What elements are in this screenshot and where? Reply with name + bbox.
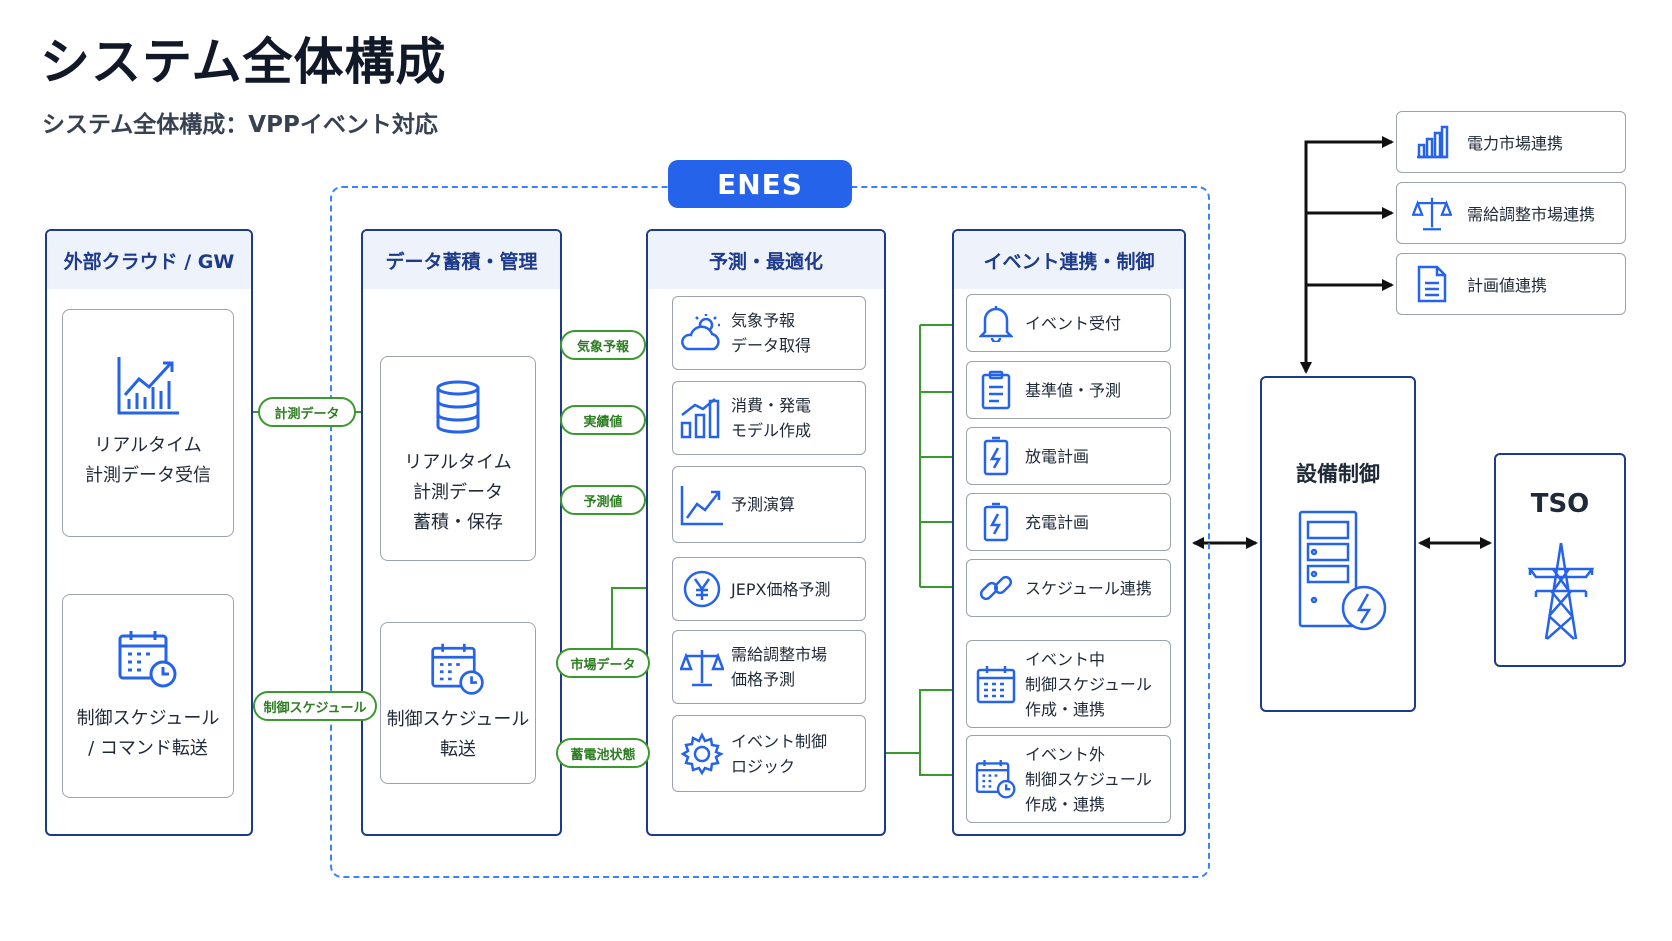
balancing-price-card[interactable]: 需給調整市場 価格予測 bbox=[672, 630, 866, 704]
page-title: システム全体構成 bbox=[40, 33, 447, 91]
facility-title: 設備制御 bbox=[1296, 462, 1380, 486]
battery-icon bbox=[967, 502, 1025, 542]
link-label: 電力市場連携 bbox=[1467, 134, 1564, 153]
battery-icon bbox=[967, 436, 1025, 476]
model-card[interactable]: 消費・発電 モデル作成 bbox=[672, 381, 866, 455]
charge-plan-card[interactable]: 充電計画 bbox=[966, 493, 1171, 551]
card-label: イベント外 制御スケジュール 作成・連携 bbox=[1025, 744, 1152, 814]
box-label: 制御スケジュール 転送 bbox=[386, 709, 530, 760]
in-event-schedule-card[interactable]: イベント中 制御スケジュール 作成・連携 bbox=[966, 640, 1171, 728]
calendar-clock-icon bbox=[967, 758, 1025, 800]
card-label: イベント受付 bbox=[1025, 313, 1122, 333]
box-label: リアルタイム 計測データ受信 bbox=[85, 435, 211, 486]
forecast-calc-card[interactable]: 予測演算 bbox=[672, 466, 866, 543]
box-label: 制御スケジュール / コマンド転送 bbox=[76, 708, 220, 759]
card-label: 基準値・予測 bbox=[1025, 380, 1122, 400]
card-label: 予測演算 bbox=[731, 495, 796, 514]
battery-label: 蓄電池状態 bbox=[556, 738, 650, 768]
tso-title: TSO bbox=[1530, 489, 1590, 519]
document-icon bbox=[1397, 265, 1467, 303]
box-label: リアルタイム 計測データ 蓄積・保存 bbox=[404, 451, 512, 533]
card-label: JEPX価格予測 bbox=[731, 579, 831, 599]
card-label: 需給調整市場 価格予測 bbox=[731, 645, 828, 689]
yen-icon bbox=[673, 569, 731, 609]
enes-badge: ENES bbox=[668, 160, 852, 208]
server-bolt-icon bbox=[1298, 510, 1388, 638]
plan-value-link[interactable]: 計画値連携 bbox=[1396, 253, 1626, 315]
scale-icon bbox=[1397, 195, 1467, 231]
forecast-value-label: 予測値 bbox=[560, 485, 646, 515]
event-logic-arrow-2 bbox=[919, 753, 964, 780]
card-label: 放電計画 bbox=[1025, 446, 1090, 466]
bar-chart-icon bbox=[673, 397, 731, 439]
calendar-clock-icon bbox=[117, 628, 179, 694]
event-logic-card[interactable]: イベント制御 ロジック bbox=[672, 715, 866, 792]
weather-label: 気象予報 bbox=[560, 330, 646, 360]
measurement-label: 計測データ bbox=[258, 397, 356, 427]
card-label: イベント制御 ロジック bbox=[731, 731, 828, 776]
baseline-card[interactable]: 基準値・予測 bbox=[966, 361, 1171, 419]
event-receive-card[interactable]: イベント受付 bbox=[966, 294, 1171, 352]
market-link-arrow-top bbox=[1304, 136, 1394, 372]
card-label: 充電計画 bbox=[1025, 512, 1090, 532]
page-subtitle: システム全体構成：VPPイベント対応 bbox=[42, 112, 438, 138]
schedule-transfer-box[interactable]: 制御スケジュール 転送 bbox=[380, 622, 536, 784]
power-market-link[interactable]: 電力市場連携 bbox=[1396, 111, 1626, 173]
discharge-plan-card[interactable]: 放電計画 bbox=[966, 427, 1171, 485]
calendar-icon bbox=[967, 664, 1025, 704]
out-event-schedule-card[interactable]: イベント外 制御スケジュール 作成・連携 bbox=[966, 735, 1171, 823]
database-icon bbox=[435, 380, 481, 438]
market-label: 市場データ bbox=[556, 648, 650, 678]
schedule-link-card[interactable]: スケジュール連携 bbox=[966, 559, 1171, 617]
facility-control-box[interactable]: 設備制御 bbox=[1260, 376, 1416, 712]
control-schedule-label: 制御スケジュール bbox=[253, 691, 377, 721]
column-header: データ蓄積・管理 bbox=[363, 231, 560, 289]
line-chart-icon bbox=[115, 355, 181, 421]
realtime-receive-box[interactable]: リアルタイム 計測データ受信 bbox=[62, 309, 234, 537]
tso-box[interactable]: TSO bbox=[1494, 453, 1626, 667]
event-logic-arrow-1 bbox=[867, 685, 964, 754]
card-label: スケジュール連携 bbox=[1025, 578, 1152, 598]
clipboard-icon bbox=[967, 370, 1025, 410]
calendar-clock-icon bbox=[430, 641, 486, 701]
link-icon bbox=[967, 569, 1025, 607]
actual-label: 実績値 bbox=[560, 405, 646, 435]
card-label: 消費・発電 モデル作成 bbox=[731, 396, 812, 440]
schedule-forward-box[interactable]: 制御スケジュール / コマンド転送 bbox=[62, 594, 234, 798]
bar-chart-icon bbox=[1397, 125, 1467, 159]
card-label: 気象予報 データ取得 bbox=[731, 311, 812, 355]
column-header: 外部クラウド / GW bbox=[47, 231, 251, 289]
balancing-market-link[interactable]: 需給調整市場連携 bbox=[1396, 182, 1626, 244]
link-label: 計画値連携 bbox=[1467, 276, 1548, 295]
weather-icon bbox=[673, 313, 731, 353]
trend-icon bbox=[673, 484, 731, 526]
scale-icon bbox=[673, 647, 731, 687]
card-label: イベント中 制御スケジュール 作成・連携 bbox=[1025, 649, 1152, 719]
column-header: 予測・最適化 bbox=[648, 231, 884, 289]
realtime-storage-box[interactable]: リアルタイム 計測データ 蓄積・保存 bbox=[380, 356, 536, 561]
jepx-card[interactable]: JEPX価格予測 bbox=[672, 557, 866, 621]
gear-icon bbox=[673, 731, 731, 776]
bell-icon bbox=[967, 304, 1025, 342]
weather-card[interactable]: 気象予報 データ取得 bbox=[672, 296, 866, 370]
column-header: イベント連携・制御 bbox=[954, 231, 1184, 289]
link-label: 需給調整市場連携 bbox=[1467, 205, 1596, 224]
power-tower-icon bbox=[1526, 541, 1596, 645]
